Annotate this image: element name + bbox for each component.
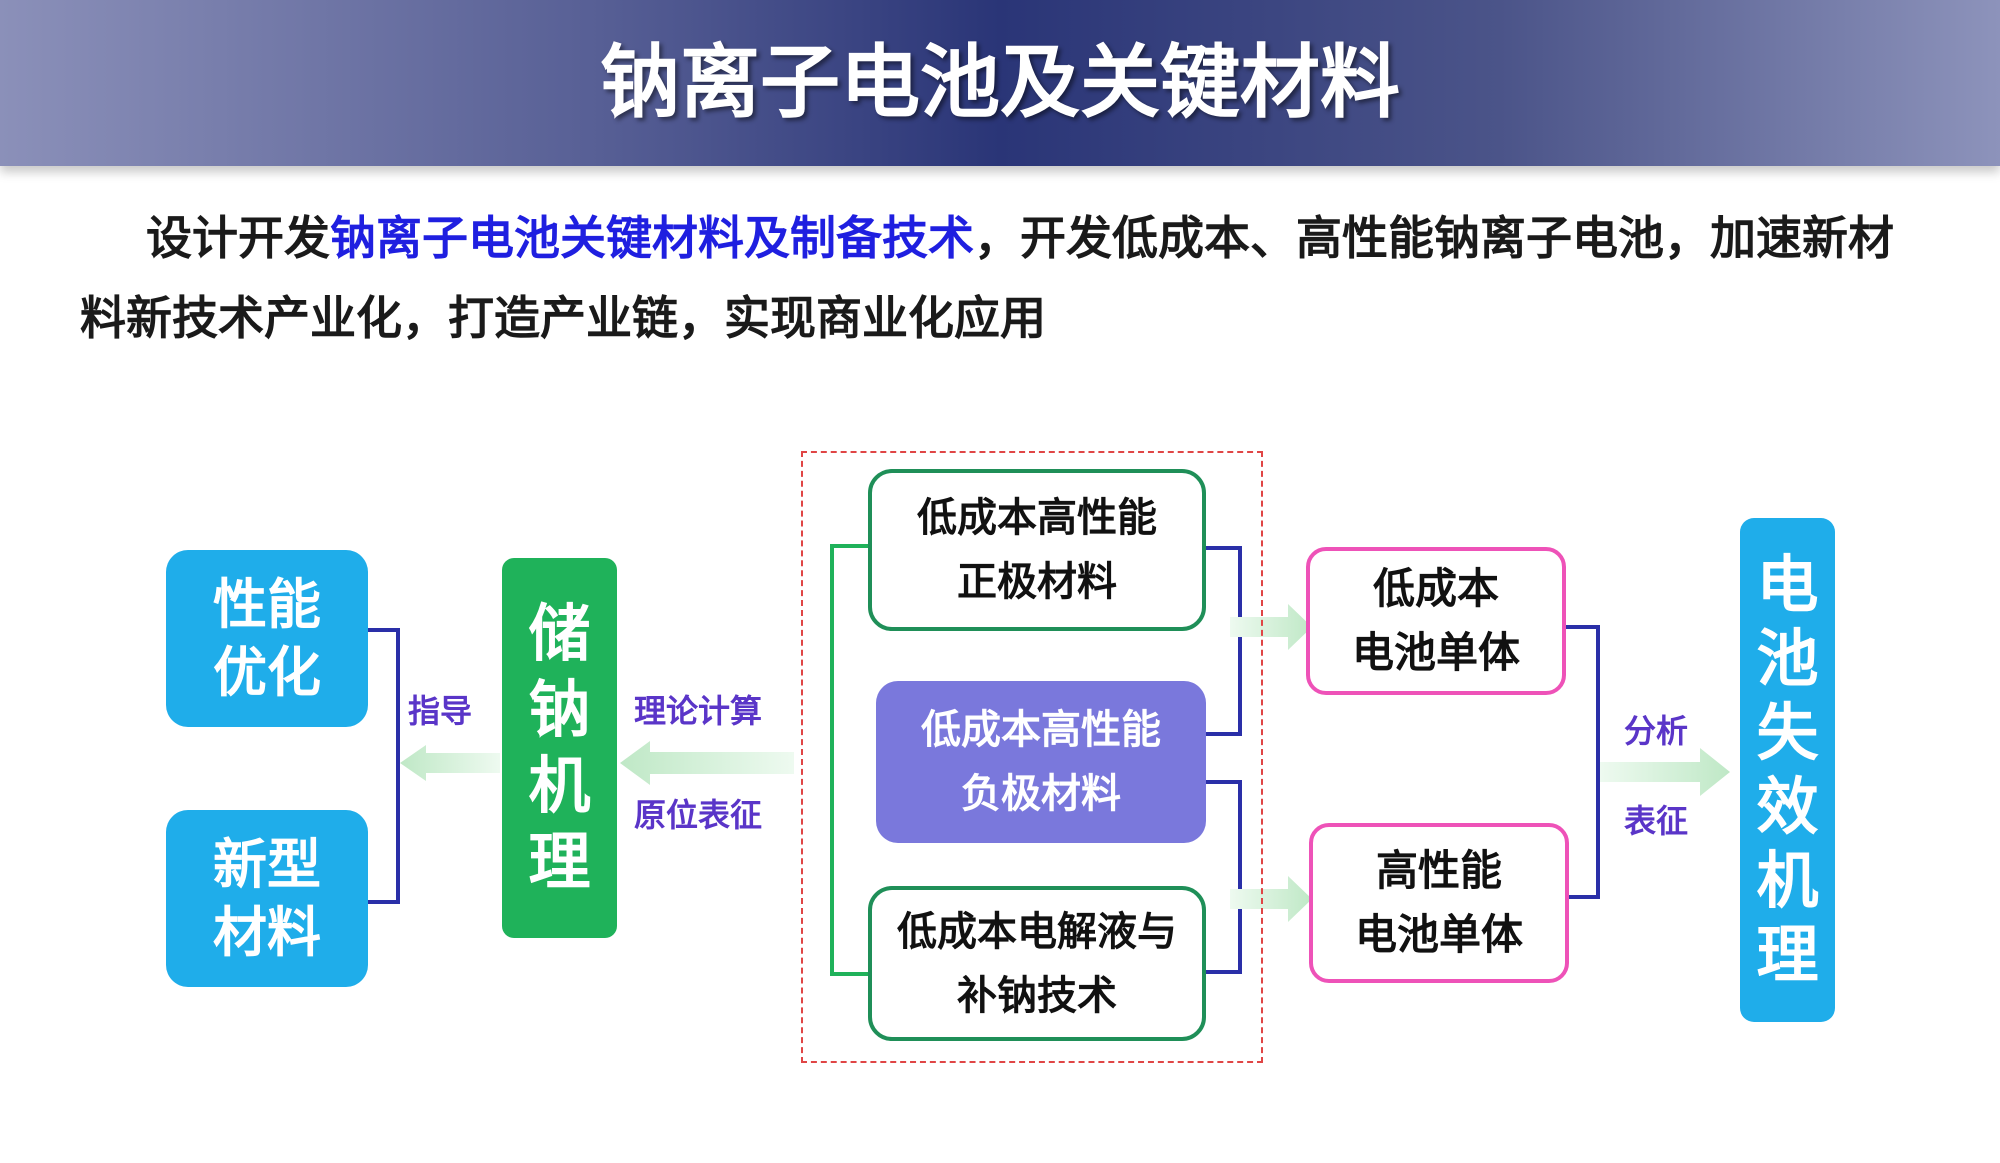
storage-char-2: 钠 — [528, 673, 591, 746]
label-guide: 指导 — [408, 692, 473, 730]
failure-char-6: 理 — [1756, 918, 1819, 991]
title-banner: 钠离子电池及关键材料 — [0, 0, 2000, 166]
materials-right-bracket-top — [1206, 546, 1242, 736]
storage-char-3: 机 — [528, 749, 591, 822]
arrow-to-storage-mechanism — [620, 741, 794, 785]
materials-left-bracket — [830, 544, 868, 976]
box-new-materials-line1: 新型 — [213, 832, 321, 896]
arrow-to-failure-mechanism — [1600, 748, 1730, 796]
cathode-line2: 正极材料 — [957, 559, 1117, 605]
failure-char-1: 电 — [1756, 548, 1819, 621]
intro-rest: ，开发低成本、高性能钠离子电池，加速新材料新技术产业化，打造产业链，实现商业化应… — [80, 211, 1894, 345]
box-sodium-storage-mechanism: 储 钠 机 理 — [502, 558, 617, 938]
failure-char-3: 失 — [1756, 696, 1819, 769]
failure-char-4: 效 — [1756, 770, 1819, 843]
high-perf-cell-line2: 电池单体 — [1354, 910, 1523, 959]
box-anode-materials: 低成本高性能负极材料 — [876, 681, 1206, 843]
electrolyte-line1: 低成本电解液与 — [897, 908, 1177, 955]
anode-line1: 低成本高性能 — [921, 707, 1161, 753]
failure-char-5: 机 — [1756, 844, 1819, 917]
left-bracket — [364, 628, 400, 904]
box-performance-optimization-line2: 优化 — [213, 640, 321, 704]
electrolyte-line2: 补钠技术 — [957, 972, 1117, 1019]
cathode-line1: 低成本高性能 — [917, 495, 1157, 541]
materials-dashed-frame — [801, 451, 1263, 1063]
box-battery-failure-mechanism: 电 池 失 效 机 理 — [1740, 518, 1835, 1022]
anode-line2: 负极材料 — [961, 771, 1121, 817]
failure-char-2: 池 — [1756, 622, 1819, 695]
intro-paragraph: 设计开发钠离子电池关键材料及制备技术，开发低成本、高性能钠离子电池，加速新材料新… — [80, 198, 1920, 358]
intro-lead: 设计开发 — [146, 211, 330, 265]
label-theoretical-calculation: 理论计算 — [634, 692, 763, 730]
label-in-situ-characterization: 原位表征 — [634, 796, 763, 834]
arrow-to-left-boxes — [400, 745, 500, 781]
box-new-materials-line2: 材料 — [213, 900, 321, 964]
box-new-materials: 新型材料 — [166, 810, 368, 987]
storage-char-1: 储 — [528, 597, 591, 670]
intro-highlight: 钠离子电池关键材料及制备技术 — [330, 211, 974, 265]
box-electrolyte-technology: 低成本电解液与补钠技术 — [868, 886, 1206, 1041]
arrow-to-low-cost-cell — [1230, 604, 1312, 650]
page-title: 钠离子电池及关键材料 — [600, 36, 1400, 129]
storage-char-4: 理 — [528, 825, 591, 898]
box-performance-optimization: 性能优化 — [166, 550, 368, 727]
materials-right-bracket-bottom — [1206, 780, 1242, 974]
cells-right-bracket — [1566, 625, 1600, 899]
box-low-cost-cell: 低成本电池单体 — [1306, 547, 1566, 695]
label-characterization: 表征 — [1624, 802, 1689, 840]
box-performance-optimization-line1: 性能 — [213, 572, 321, 636]
high-perf-cell-line1: 高性能 — [1375, 846, 1502, 895]
low-cost-cell-line1: 低成本 — [1372, 564, 1499, 613]
box-high-performance-cell: 高性能电池单体 — [1309, 823, 1569, 983]
arrow-to-high-perf-cell — [1230, 876, 1312, 922]
low-cost-cell-line2: 电池单体 — [1351, 628, 1520, 677]
box-cathode-materials: 低成本高性能正极材料 — [868, 469, 1206, 631]
label-analysis: 分析 — [1624, 712, 1689, 750]
